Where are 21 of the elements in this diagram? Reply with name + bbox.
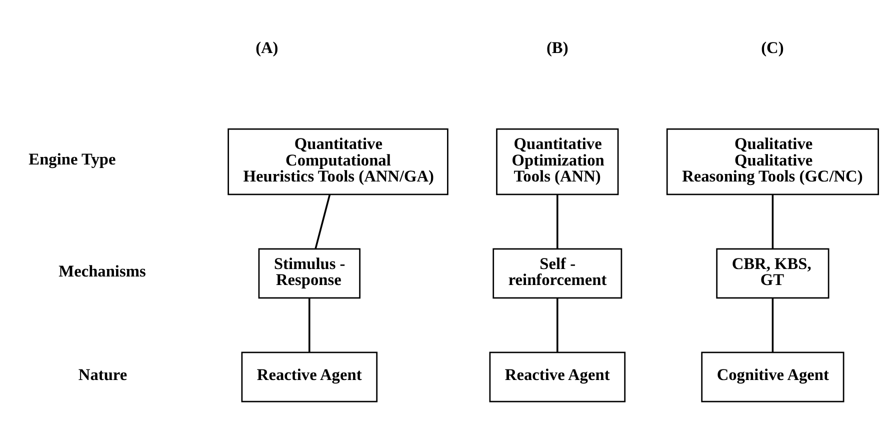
label: (B) xyxy=(546,37,568,56)
label: Mechanisms xyxy=(58,260,146,280)
node-box: Quantitative Optimization Tools (ANN) xyxy=(496,128,619,195)
connector xyxy=(556,194,558,248)
node-box: Self - reinforcement xyxy=(492,248,622,298)
connector xyxy=(772,194,774,248)
node-box: Stimulus - Response xyxy=(258,248,360,298)
node-box: Reactive Agent xyxy=(489,351,626,402)
node-box: CBR, KBS, GT xyxy=(716,248,830,298)
node-box: Qualitative Qualitative Reasoning Tools (GC/NC) xyxy=(666,128,879,195)
node-box: Cognitive Agent xyxy=(701,351,844,402)
label: (C) xyxy=(761,37,784,56)
node-box: Reactive Agent xyxy=(241,351,378,402)
label: (A) xyxy=(256,37,278,56)
label: Nature xyxy=(78,364,128,384)
connector xyxy=(314,194,331,248)
connector xyxy=(308,298,310,352)
connector xyxy=(556,298,558,352)
connector xyxy=(772,298,774,352)
label: Engine Type xyxy=(28,149,116,168)
node-box: Quantitative Computational Heuristics Tools (ANN/GA) xyxy=(228,128,448,195)
